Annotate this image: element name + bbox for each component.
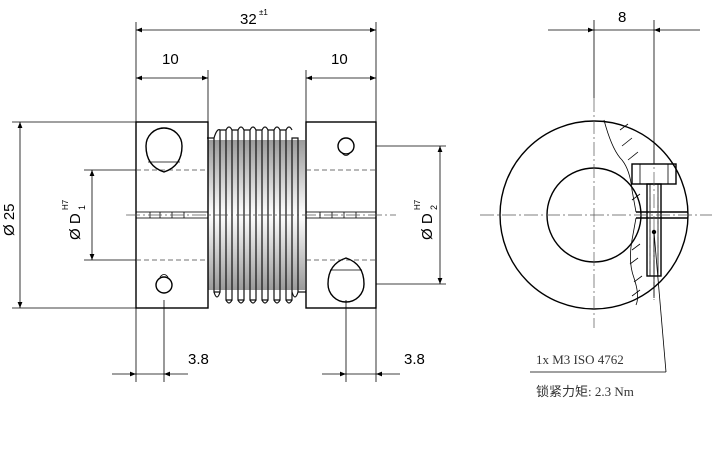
dim-bore-left: Ø D 1 H7 (61, 170, 95, 260)
dim-overall-tolerance: ±1 (259, 8, 268, 17)
dim-bore-left-fit: H7 (61, 199, 70, 210)
dim-bore-right-symbol: Ø D (419, 213, 436, 240)
dim-bore-left-subscript: 1 (77, 205, 87, 210)
dim-bore-left-symbol: Ø D (67, 213, 84, 240)
dim-overall-length: 32 ±1 (136, 8, 376, 33)
dim-screw-offset-right: 3.8 (322, 351, 425, 377)
dim-screw-offset-left: 3.8 (112, 351, 209, 377)
dim-bore-right-subscript: 2 (429, 205, 439, 210)
dim-bore-right: Ø D 2 H7 (413, 146, 443, 284)
dim-bore-right-fit: H7 (413, 199, 422, 210)
dim-side-offset-value: 8 (618, 9, 626, 26)
dim-outer-diameter-value: Ø 25 (1, 203, 18, 236)
dim-screw-offset-right-value: 3.8 (404, 351, 425, 368)
dim-outer-diameter: Ø 25 (1, 122, 23, 308)
dim-overall-value: 32 (240, 11, 257, 28)
dim-screw-offset-left-value: 3.8 (188, 351, 209, 368)
screw-hole-top-right (337, 137, 355, 155)
dim-hub-left-value: 10 (162, 51, 179, 68)
right-hub (305, 121, 377, 309)
screw-head-top-left (145, 127, 183, 173)
side-view: 8 (480, 9, 712, 373)
front-view: 32 ±1 10 10 Ø 25 Ø D 1 H7 (1, 8, 446, 382)
screw-head-bottom-right (327, 257, 365, 303)
screw-hole-bottom-left (155, 276, 173, 294)
torque-note: 锁紧力矩: 2.3 Nm (536, 384, 634, 399)
dim-hub-right-value: 10 (331, 51, 348, 68)
screw-spec-note: 1x M3 ISO 4762 (536, 352, 624, 367)
dim-side-offset: 8 (548, 9, 700, 33)
dim-hub-right: 10 (306, 51, 376, 81)
dim-hub-left: 10 (136, 51, 208, 81)
